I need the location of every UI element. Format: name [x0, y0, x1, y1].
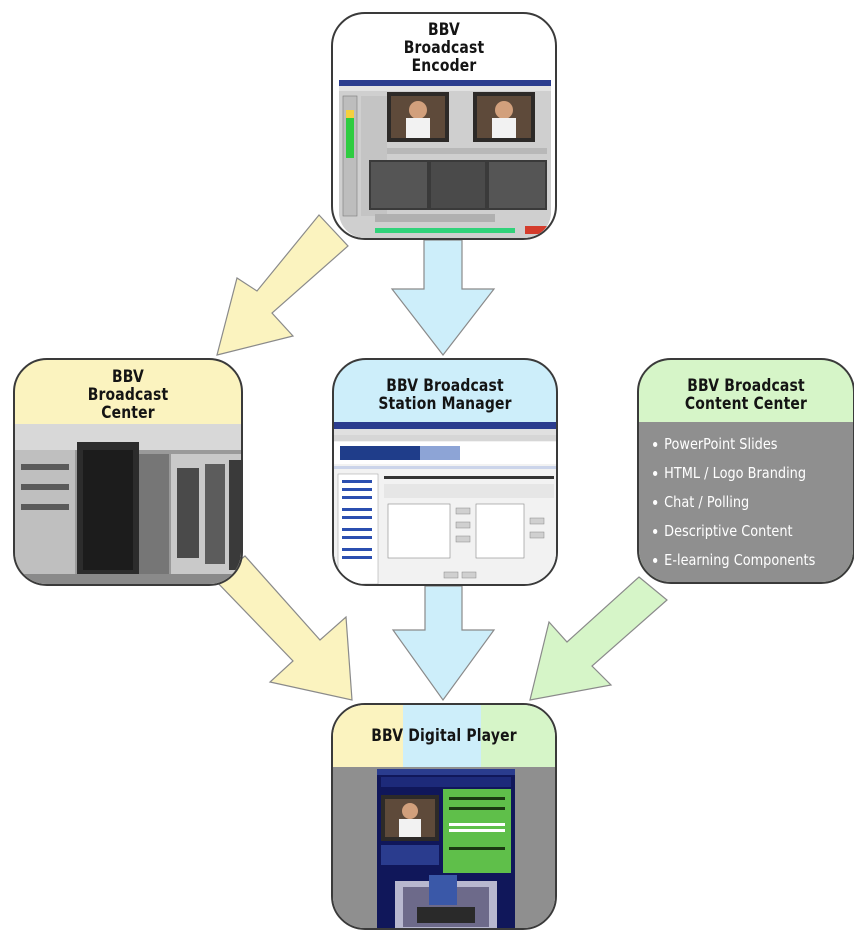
- node-broadcast-center: BBV Broadcast Center: [13, 358, 243, 586]
- station-manager-screenshot: [334, 422, 556, 584]
- bullet-icon: [653, 471, 658, 476]
- node-station-manager: BBV Broadcast Station Manager: [332, 358, 558, 586]
- station-title: BBV Broadcast Station Manager: [378, 376, 512, 414]
- arrow-content-to-player: [529, 576, 668, 701]
- content-title: BBV Broadcast Content Center: [684, 376, 808, 414]
- player-band-green: [481, 705, 555, 767]
- digital-player-screenshot: [333, 767, 555, 928]
- encoder-window-image: [339, 80, 551, 238]
- player-title: BBV Digital Player: [371, 726, 517, 746]
- encoder-title: BBV Broadcast Encoder: [403, 20, 485, 76]
- node-digital-player: BBV Digital Player: [331, 703, 557, 930]
- node-broadcast-encoder: BBV Broadcast Encoder: [331, 12, 557, 240]
- content-feature-item: Chat / Polling: [653, 488, 828, 517]
- content-feature-item: PowerPoint Slides: [653, 430, 828, 459]
- bullet-icon: [653, 500, 658, 505]
- content-feature-item: Descriptive Content: [653, 517, 828, 546]
- arrow-center-to-player: [214, 555, 353, 701]
- bullet-icon: [653, 529, 658, 534]
- center-title: BBV Broadcast Center: [87, 367, 169, 423]
- player-band-blue: [403, 705, 481, 767]
- station-manager-window-image: [334, 422, 556, 584]
- content-feature-item: HTML / Logo Branding: [653, 459, 828, 488]
- content-feature-list: PowerPoint Slides HTML / Logo Branding C…: [639, 422, 853, 575]
- encoder-screenshot: [339, 80, 551, 238]
- server-room-image: [15, 424, 241, 584]
- bullet-icon: [653, 442, 658, 447]
- arrow-station-to-player: [391, 585, 496, 702]
- broadcast-center-photo: [15, 424, 241, 584]
- content-features-panel: PowerPoint Slides HTML / Logo Branding C…: [639, 422, 853, 582]
- arrow-encoder-to-station: [390, 239, 496, 356]
- player-band-yellow: [333, 705, 403, 767]
- node-content-center: BBV Broadcast Content Center PowerPoint …: [637, 358, 854, 584]
- arrow-encoder-to-center: [216, 214, 349, 356]
- content-feature-item: E-learning Components: [653, 546, 828, 575]
- player-window-image: [333, 767, 555, 928]
- bullet-icon: [653, 558, 658, 563]
